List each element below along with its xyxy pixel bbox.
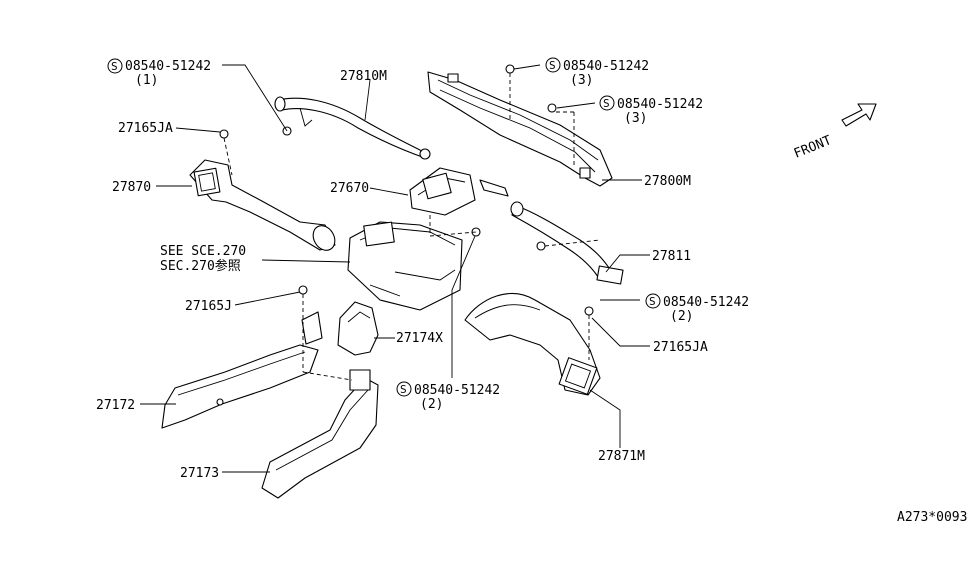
s-circle-icon <box>599 95 615 111</box>
label-sec-ref: SEC.270参照 <box>160 258 241 274</box>
install-lines <box>223 73 601 381</box>
part-27810M-hose <box>274 96 431 160</box>
front-arrow-icon <box>841 103 877 127</box>
s-circle-icon <box>545 57 561 73</box>
part-27172-duct <box>161 344 319 429</box>
label-27810M: 27810M <box>340 69 387 84</box>
label-27800M: 27800M <box>644 174 691 189</box>
s-circle-icon <box>107 58 123 74</box>
part-27811-hose <box>510 201 624 285</box>
label-27165JA-top: 27165JA <box>118 121 173 136</box>
screw-symbol-icons: S S S S S <box>107 57 661 397</box>
label-27871M: 27871M <box>598 449 645 464</box>
label-27165JA-right: 27165JA <box>653 340 708 355</box>
label-see-sce: SEE SCE.270 <box>160 244 246 259</box>
s-circle-icon <box>645 293 661 309</box>
label-27811: 27811 <box>652 249 691 264</box>
part-27871M-vent-duct <box>464 292 601 396</box>
label-screw-3b: 08540-51242 <box>617 97 703 112</box>
label-27173: 27173 <box>180 466 219 481</box>
s-circle-icon <box>396 381 412 397</box>
part-27870-vent-duct <box>189 159 336 251</box>
s-symbol: S <box>549 59 556 72</box>
label-screw-3b-qty: (3) <box>624 111 647 126</box>
part-27174X-connector <box>301 301 379 356</box>
label-screw-2a-qty: (2) <box>670 309 693 324</box>
label-screw-3a-qty: (3) <box>570 73 593 88</box>
label-screw-1: 08540-51242 <box>125 59 211 74</box>
s-symbol: S <box>111 60 118 73</box>
s-symbol: S <box>649 295 656 308</box>
part-27173-duct <box>261 369 379 499</box>
label-27165J: 27165J <box>185 299 232 314</box>
label-screw-2b-qty: (2) <box>420 397 443 412</box>
label-27870: 27870 <box>112 180 151 195</box>
heater-unit-reference <box>347 221 463 311</box>
label-screw-2a: 08540-51242 <box>663 295 749 310</box>
label-27174X: 27174X <box>396 331 443 346</box>
label-screw-1-qty: (1) <box>135 73 158 88</box>
drawing-code: A273*0093 <box>897 510 967 525</box>
screw-parts <box>219 64 594 316</box>
label-27670: 27670 <box>330 181 369 196</box>
s-symbol: S <box>400 383 407 396</box>
part-27670-box <box>409 167 509 216</box>
label-screw-2b: 08540-51242 <box>414 383 500 398</box>
label-27172: 27172 <box>96 398 135 413</box>
label-screw-3a: 08540-51242 <box>563 59 649 74</box>
part-27800M-duct <box>427 71 613 187</box>
label-front: FRONT <box>792 133 834 162</box>
leader-lines <box>140 64 650 473</box>
s-symbol: S <box>603 97 610 110</box>
part-labels: 08540-51242 (1) 27810M 08540-51242 (3) 0… <box>96 59 967 525</box>
